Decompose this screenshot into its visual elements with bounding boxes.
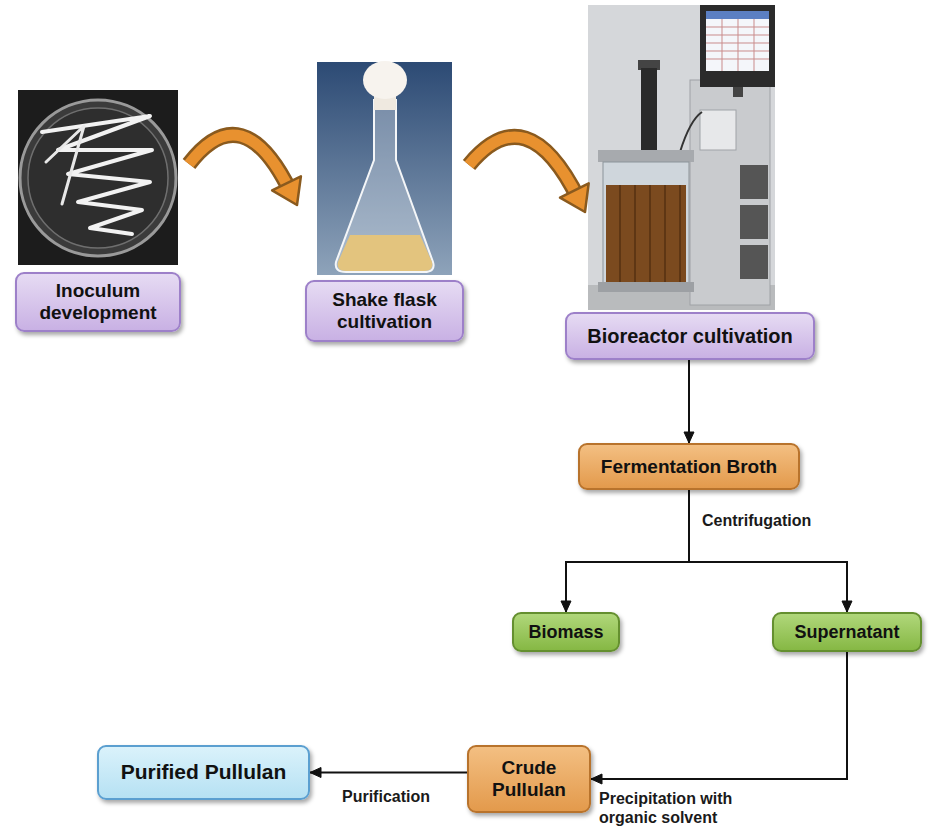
connector-line xyxy=(688,360,690,443)
connector-line xyxy=(591,652,847,779)
box-label: Purified Pullulan xyxy=(121,760,287,784)
arrowhead xyxy=(560,183,589,212)
colony-streak xyxy=(42,116,152,234)
box-label: Crude Pullulan xyxy=(477,757,581,801)
photo-background xyxy=(18,90,178,265)
flow-arrow xyxy=(310,768,467,778)
fraction-box: Supernatant xyxy=(772,612,922,652)
flow-arrow xyxy=(561,490,689,612)
vessel-base xyxy=(598,282,694,292)
arrow-body xyxy=(469,137,579,200)
process-box: Shake flask cultivation xyxy=(305,280,464,342)
petri-dish-agar xyxy=(28,108,168,248)
box-label: Fermentation Broth xyxy=(601,456,777,478)
fraction-box: Biomass xyxy=(512,612,620,652)
product-box: Fermentation Broth xyxy=(578,443,800,490)
edge-label: Purification xyxy=(340,787,432,806)
box-label: Bioreactor cultivation xyxy=(587,325,793,348)
flow-arrow xyxy=(591,652,847,784)
pump-module xyxy=(740,205,768,239)
arrowhead xyxy=(272,176,301,205)
stirrer-motor xyxy=(641,68,657,152)
vessel-head-plate xyxy=(598,150,694,162)
flow-arrow xyxy=(689,490,852,612)
box-label: Inoculum development xyxy=(25,280,171,324)
arrowhead xyxy=(684,432,694,443)
control-panel xyxy=(700,110,736,150)
fermentation-liquid xyxy=(606,185,686,282)
arrowhead xyxy=(591,774,602,784)
pump-module xyxy=(740,245,768,279)
photo-background xyxy=(588,5,775,310)
photo-background xyxy=(317,62,452,275)
culture-broth xyxy=(338,235,433,271)
arrow-outline xyxy=(189,135,291,193)
flask-glass xyxy=(336,100,434,272)
connector-line xyxy=(689,490,847,612)
control-tower xyxy=(690,80,770,305)
process-box: Bioreactor cultivation xyxy=(565,312,815,360)
glass-vessel xyxy=(603,162,689,284)
screen-grid xyxy=(706,19,769,71)
monitor xyxy=(700,5,775,87)
process-box: Inoculum development xyxy=(15,272,181,332)
petri-dish-photo xyxy=(18,90,178,265)
connector-line xyxy=(310,772,467,774)
box-label: Supernatant xyxy=(794,622,899,643)
colony-streak xyxy=(46,126,84,204)
arrow-body xyxy=(189,135,291,193)
curved-process-arrow xyxy=(189,135,301,205)
final-product-box: Purified Pullulan xyxy=(97,745,310,800)
arrowhead xyxy=(842,601,852,612)
product-box: Crude Pullulan xyxy=(467,745,591,813)
box-label: Biomass xyxy=(528,622,603,643)
arrow-outline xyxy=(469,137,579,200)
connector-line xyxy=(566,490,689,612)
arrowhead xyxy=(561,601,571,612)
curved-process-arrow xyxy=(469,137,589,212)
petri-dish-rim xyxy=(20,100,176,256)
edge-label: Precipitation with organic solvent xyxy=(597,789,769,827)
monitor-stand xyxy=(733,87,743,97)
edge-label: Centrifugation xyxy=(700,511,813,530)
screen-header xyxy=(706,11,769,19)
shake-flask-photo xyxy=(317,61,452,275)
flow-arrow xyxy=(684,360,694,443)
pump-module xyxy=(740,165,768,199)
arrowhead xyxy=(310,768,321,778)
baffles xyxy=(620,185,680,282)
tubing xyxy=(680,112,702,152)
bioreactor-photo xyxy=(588,5,775,310)
cotton-plug xyxy=(363,61,407,99)
box-label: Shake flask cultivation xyxy=(315,289,454,333)
monitor-screen xyxy=(706,11,769,71)
